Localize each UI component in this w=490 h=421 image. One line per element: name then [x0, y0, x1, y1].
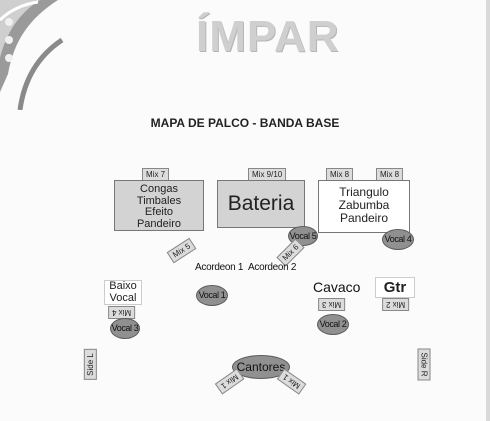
- page-title: MAPA DE PALCO - BANDA BASE: [150, 116, 340, 130]
- forro-item: Zabumba: [338, 198, 390, 212]
- mix910-tag: Mix 9/10: [248, 168, 287, 181]
- cavaco-label: Cavaco: [313, 279, 361, 295]
- brand-logo: ÍMPAR: [196, 12, 340, 61]
- mix3-tag: Mix 3: [318, 298, 346, 311]
- mix4-tag: Mix 4: [108, 306, 136, 319]
- bass-item: Baixo: [109, 280, 137, 292]
- percussion-item: Congas: [140, 183, 178, 195]
- vocal3-mic: Vocal 3: [110, 318, 140, 339]
- percussion-item: Efeito: [144, 206, 174, 218]
- side-left-tag: Side L: [83, 349, 97, 380]
- mix1-left-tag: Mix 1: [214, 368, 245, 395]
- vocal1-mic: Vocal 1: [196, 285, 228, 306]
- side-right-tag: Side R: [417, 348, 431, 381]
- guitar-box: Gtr: [375, 277, 415, 298]
- mix5-tag: Mix 5: [166, 237, 197, 264]
- guitar-label: Gtr: [383, 279, 407, 296]
- percussion-box: Congas Timbales Efeito Pandeiro: [114, 180, 204, 231]
- accordion2-label: Acordeon 2: [248, 262, 297, 273]
- vocal4-mic: Vocal 4: [382, 229, 414, 250]
- mix1-right-tag: Mix 1: [276, 368, 307, 395]
- corner-swoosh-graphic: [0, 0, 64, 110]
- forro-item: Pandeiro: [339, 211, 389, 225]
- accordion1-label: Acordeon 1: [195, 262, 244, 273]
- forro-percussion-box: Triangulo Zabumba Pandeiro: [318, 180, 410, 233]
- bass-item: Vocal: [109, 291, 137, 304]
- forro-item: Triangulo: [339, 185, 389, 199]
- percussion-item: Pandeiro: [136, 217, 182, 230]
- drums-label: Bateria: [227, 192, 295, 215]
- drums-box: Bateria: [217, 180, 305, 228]
- mix2-tag: Mix 2: [382, 298, 410, 311]
- vocal2-mic: Vocal 2: [317, 314, 349, 335]
- percussion-item: Timbales: [136, 194, 182, 207]
- bass-box: Baixo Vocal: [104, 280, 142, 305]
